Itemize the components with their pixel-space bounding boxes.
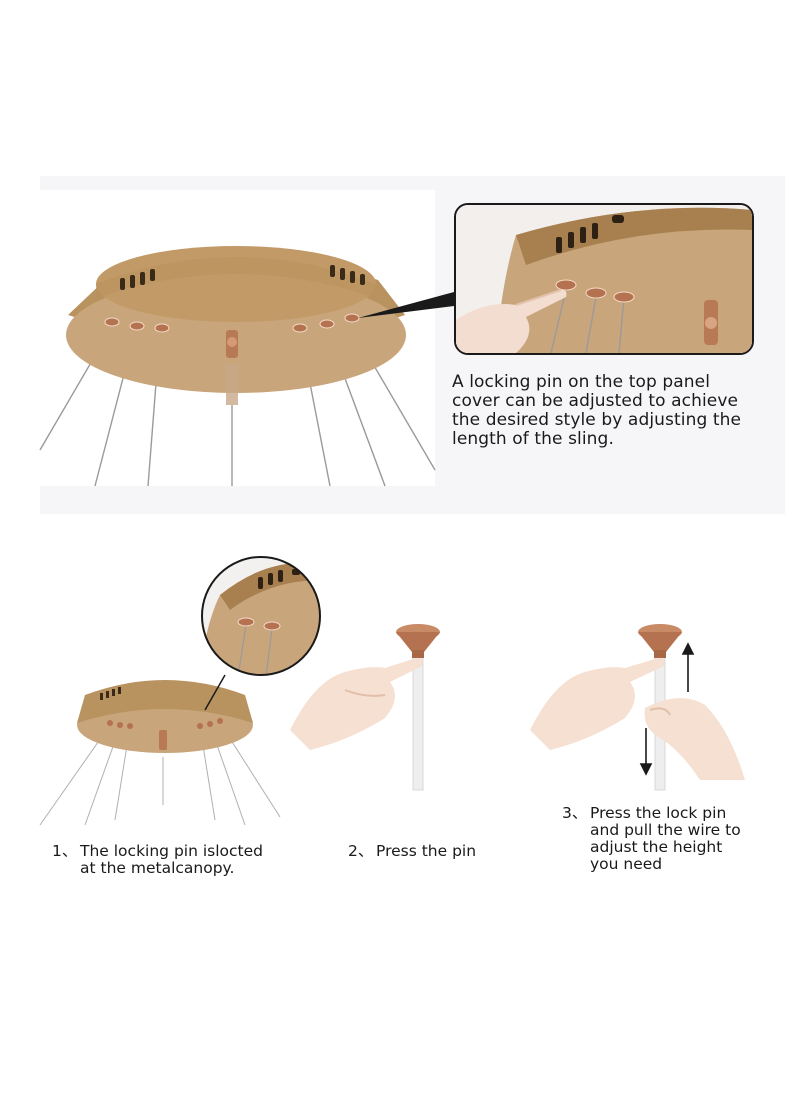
canopy-closeup <box>456 205 752 353</box>
arrow-down-icon <box>639 728 653 776</box>
step1-canopy-illustration <box>39 674 281 826</box>
step-3-text: 3、Press the lock pin and pull the wire t… <box>562 804 741 873</box>
hand-pointing-icon <box>290 657 423 750</box>
hand-pulling-icon <box>644 698 745 780</box>
zoom-detail-box <box>454 203 754 355</box>
callout-description: A locking pin on the top panel cover can… <box>452 372 742 449</box>
step-1-text: 1、The locking pin islocted at the metalc… <box>52 842 263 877</box>
step-2-text: 2、Press the pin <box>348 842 477 860</box>
callout-pointer <box>358 292 454 318</box>
step2-press-pin-illustration <box>290 624 440 791</box>
hand-pointing-icon <box>530 657 665 750</box>
step3-pull-wire-illustration <box>530 624 745 791</box>
canopy-illustration <box>39 246 436 487</box>
magnifier-callout <box>201 556 321 676</box>
arrow-up-icon <box>681 642 695 692</box>
